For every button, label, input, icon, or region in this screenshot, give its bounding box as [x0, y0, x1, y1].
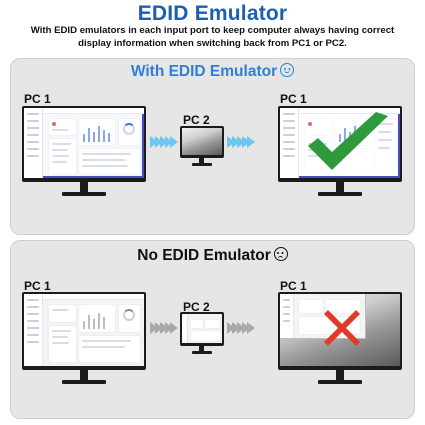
- dashboard-screen: [24, 108, 144, 178]
- checkmark-icon: [308, 112, 388, 170]
- no-pc1-left-label: PC 1: [24, 279, 51, 293]
- dashboard-screen: [24, 294, 144, 366]
- no-edid-title: No EDID Emulator: [11, 247, 414, 265]
- with-arrow-left: [150, 136, 178, 148]
- no-pc1-right-monitor: [278, 292, 402, 384]
- with-pc2-monitor: [180, 126, 224, 166]
- smile-icon: [280, 63, 295, 77]
- subtitle-line-2: display information when switching back …: [78, 38, 347, 49]
- no-arrow-left: [150, 322, 178, 334]
- wallpaper-screen: [182, 128, 222, 155]
- no-pc2-label: PC 2: [183, 300, 210, 314]
- no-arrow-right: [227, 322, 255, 334]
- no-pc1-left-monitor: [22, 292, 146, 384]
- no-pc1-right-label: PC 1: [280, 279, 307, 293]
- page-title: EDID Emulator: [137, 2, 288, 25]
- subtitle-line-1: With EDID emulators in each input port t…: [30, 25, 395, 36]
- dashboard-screen: [182, 314, 222, 343]
- with-pc1-left-label: PC 1: [24, 92, 51, 106]
- page-subtitle: With EDID emulators in each input port t…: [18, 24, 407, 50]
- sad-icon: [273, 247, 288, 261]
- no-pc2-monitor: [180, 312, 224, 354]
- with-pc2-label: PC 2: [183, 113, 210, 127]
- no-edid-title-text: No EDID Emulator: [137, 247, 271, 264]
- with-arrow-right: [227, 136, 255, 148]
- with-pc1-left-monitor: [22, 106, 146, 196]
- with-pc1-right-label: PC 1: [280, 92, 307, 106]
- cross-icon: [324, 310, 360, 346]
- with-edid-title-text: With EDID Emulator: [130, 63, 278, 80]
- with-edid-title: With EDID Emulator: [11, 63, 414, 81]
- with-pc1-right-monitor: [278, 106, 402, 196]
